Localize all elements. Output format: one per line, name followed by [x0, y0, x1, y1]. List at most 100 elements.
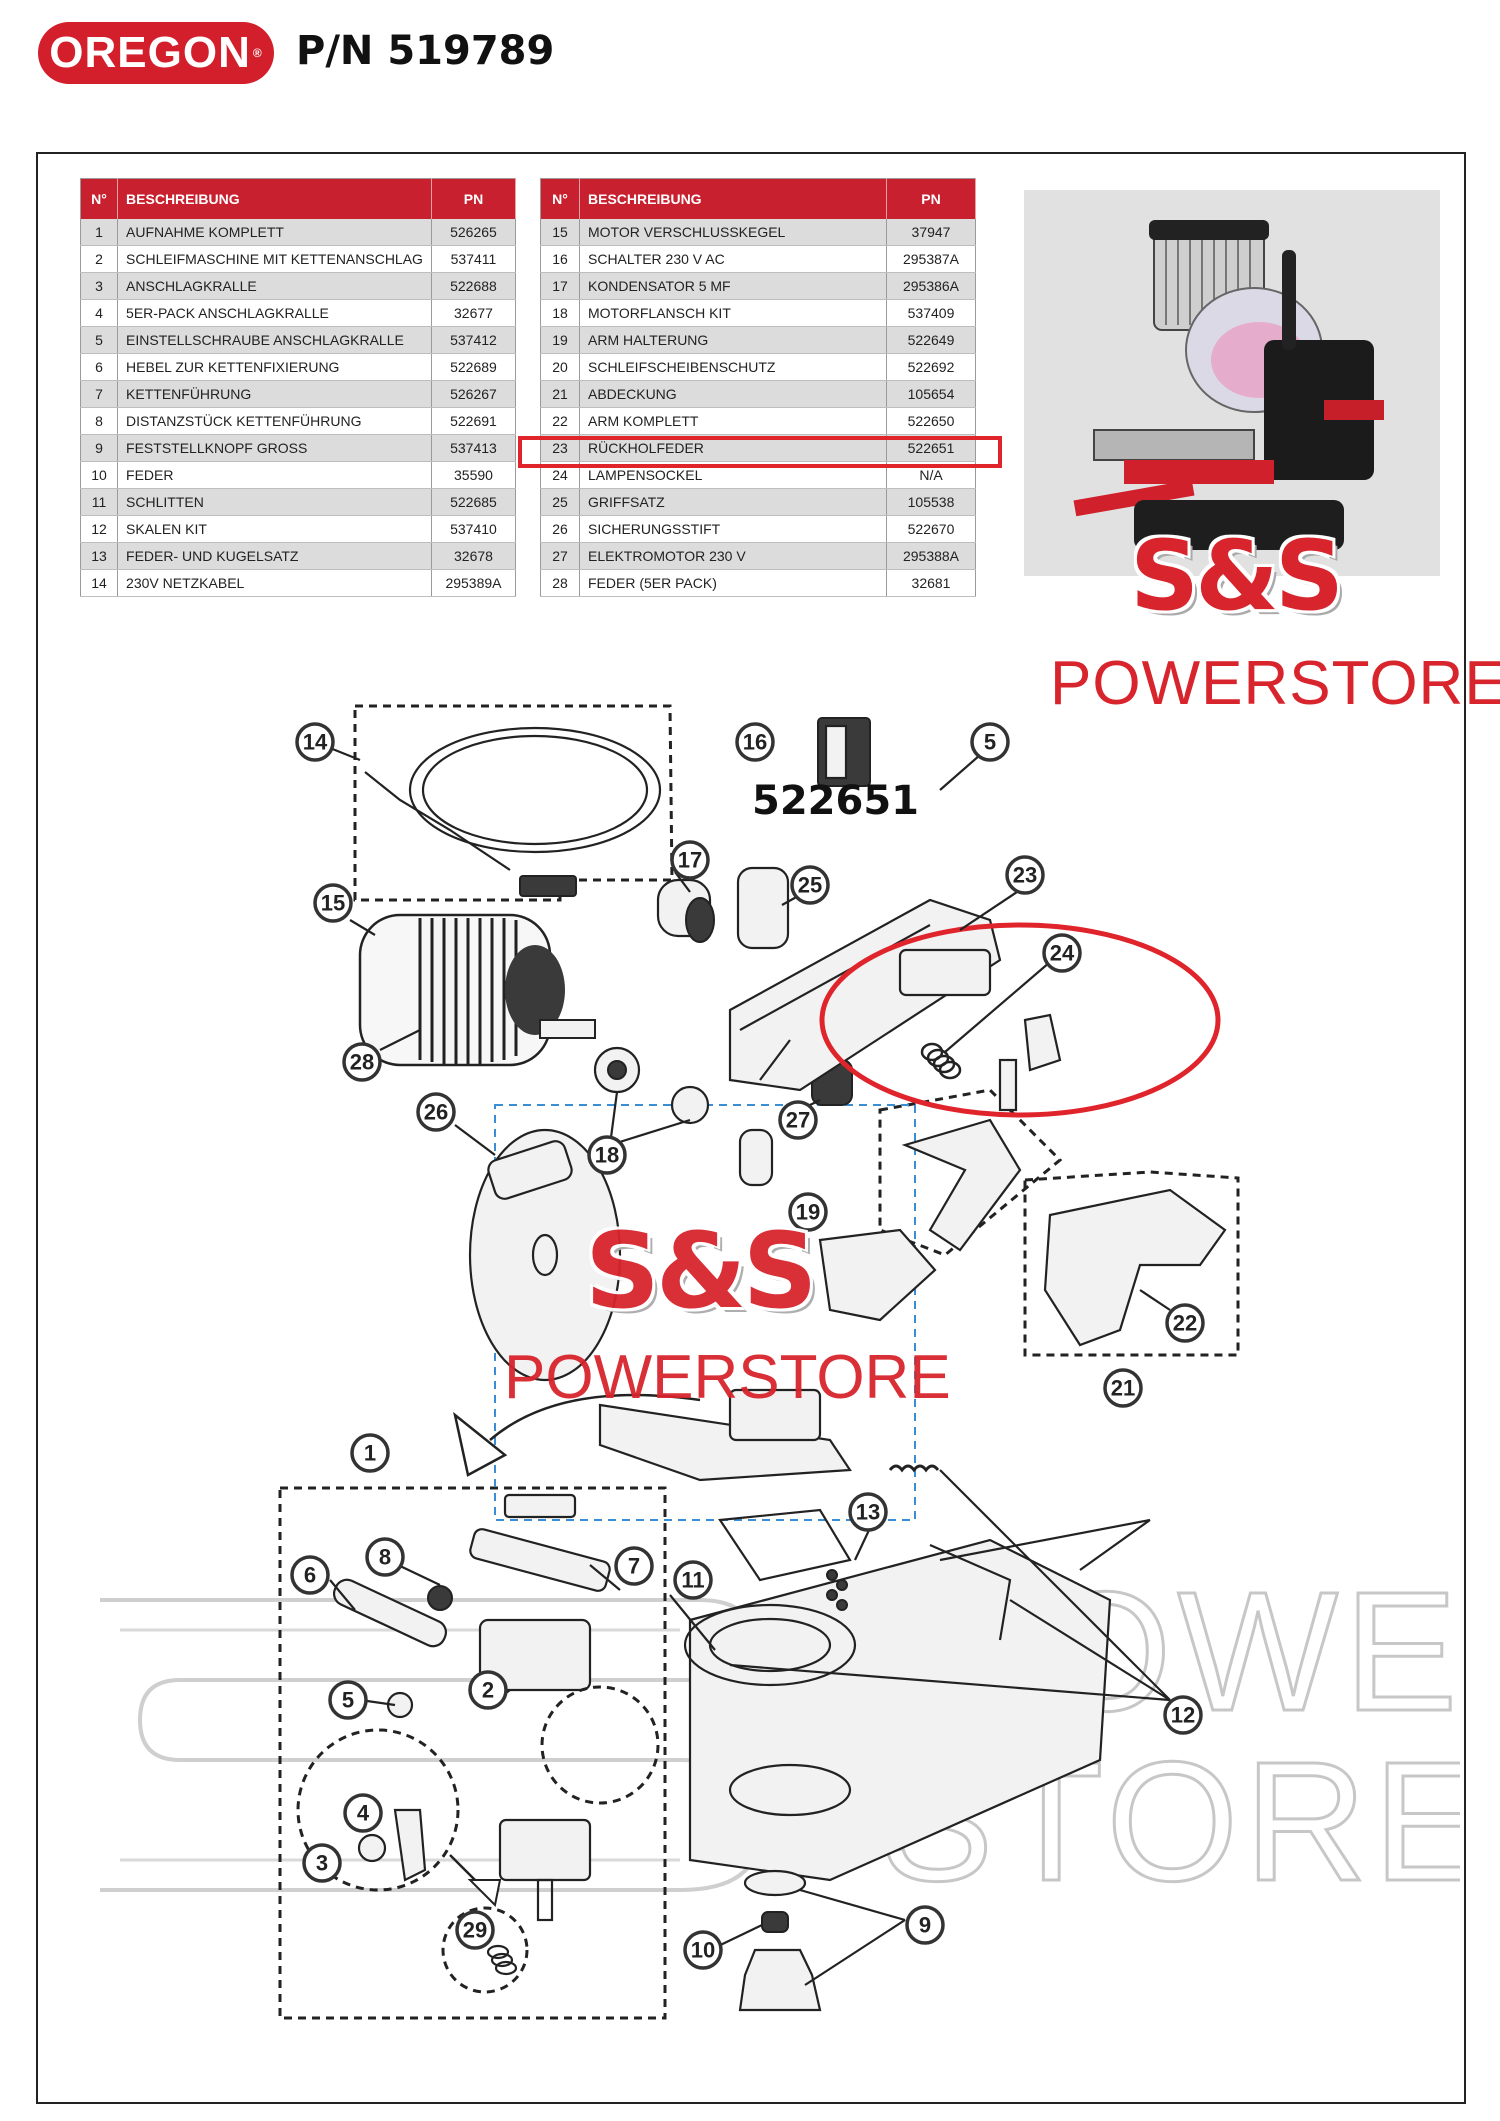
- callout-label: 18: [595, 1143, 619, 1168]
- callout-label: 8: [379, 1545, 391, 1570]
- cell-no: 27: [540, 542, 580, 570]
- cell-no: 10: [80, 461, 119, 489]
- callout-label: 23: [1013, 863, 1037, 888]
- callout-1: 1: [350, 1433, 390, 1473]
- cell-desc: ABDECKUNG: [579, 380, 887, 408]
- power-cable: [408, 726, 662, 854]
- callout-label: 11: [681, 1568, 704, 1593]
- feder-spring: [486, 1944, 518, 1976]
- capacitor-end: [685, 897, 715, 943]
- cell-pn: 537411: [431, 245, 517, 273]
- cell-desc: ANSCHLAGKRALLE: [117, 272, 432, 300]
- cable-plug: [364, 771, 511, 871]
- callout-10: 10: [683, 1930, 723, 1970]
- cell-no: 4: [80, 299, 119, 327]
- cell-pn: 526265: [431, 219, 517, 246]
- cell-desc: 230V NETZKABEL: [117, 569, 432, 597]
- col-header-pn: PN: [431, 178, 517, 219]
- table-header-row: N° BESCHREIBUNG PN: [540, 178, 976, 219]
- col-header-desc: BESCHREIBUNG: [117, 178, 432, 219]
- callout-5-top: 5: [970, 722, 1010, 762]
- col-header-no: N°: [80, 178, 119, 219]
- base-hole: [728, 1763, 852, 1817]
- detail-circle-spring: [441, 1906, 529, 1994]
- cell-desc: ARM HALTERUNG: [579, 326, 887, 354]
- cell-desc: SCHLITTEN: [117, 488, 432, 516]
- rotation-arrowhead: [453, 1411, 508, 1477]
- callout-8: 8: [365, 1537, 405, 1577]
- scale-spring: [888, 1464, 940, 1473]
- chain-stop: [357, 1833, 387, 1863]
- callout-2: 2: [468, 1670, 508, 1710]
- cell-no: 20: [540, 353, 580, 381]
- spacer-ring: [427, 1585, 453, 1611]
- cell-no: 14: [80, 569, 119, 597]
- cell-pn: 295389A: [431, 569, 517, 597]
- cell-no: 12: [80, 515, 119, 543]
- cell-desc: FEDER: [117, 461, 432, 489]
- ball-spring-kit: [826, 1569, 848, 1611]
- callout-label: 4: [357, 1801, 370, 1826]
- callout-label: 6: [304, 1563, 316, 1588]
- callout-19: 19: [788, 1192, 828, 1232]
- col-header-pn: PN: [886, 178, 976, 219]
- cell-pn: 295386A: [886, 272, 976, 300]
- cell-desc: DISTANZSTÜCK KETTENFÜHRUNG: [117, 407, 432, 435]
- cell-no: 16: [540, 245, 580, 273]
- group-outline-arm: [878, 1088, 1063, 1257]
- cable-connector: [519, 875, 577, 897]
- callout-15: 15: [313, 883, 353, 923]
- callout-label: 15: [321, 891, 345, 916]
- callout-label: 16: [743, 730, 767, 755]
- mid-brand-ss-logo: S&S: [585, 1210, 817, 1332]
- grip-part: [736, 866, 790, 950]
- callout-11: 11: [673, 1560, 713, 1600]
- brand-ss-logo: S&S: [1130, 520, 1344, 632]
- cell-desc: SCHLEIFSCHEIBENSCHUTZ: [579, 353, 887, 381]
- arm-support: [901, 1118, 1022, 1252]
- chain-stop-pawl: [393, 1808, 427, 1882]
- knob-part: [738, 1128, 774, 1187]
- cell-no: 11: [80, 488, 119, 516]
- cell-pn: 522670: [886, 515, 976, 543]
- cell-no: 17: [540, 272, 580, 300]
- cell-pn: 32678: [431, 542, 517, 570]
- group-outline-guard: [1023, 1170, 1240, 1357]
- lamp-base: [898, 948, 992, 997]
- cell-no: 22: [540, 407, 580, 435]
- motor-flange-hub: [607, 1060, 627, 1080]
- cell-desc: EINSTELLSCHRAUBE ANSCHLAGKRALLE: [117, 326, 432, 354]
- cell-pn: 537409: [886, 299, 976, 327]
- cell-pn: 522691: [431, 407, 517, 435]
- washer-part: [743, 1869, 807, 1897]
- cell-desc: KONDENSATOR 5 MF: [579, 272, 887, 300]
- wheel-guard-bracket: [818, 1228, 937, 1322]
- cell-desc: MOTOR VERSCHLUSSKEGEL: [579, 219, 887, 246]
- cell-pn: 537410: [431, 515, 517, 543]
- wheel-guard: [1043, 1188, 1227, 1347]
- cell-desc: HEBEL ZUR KETTENFIXIERUNG: [117, 353, 432, 381]
- cell-no: 6: [80, 353, 119, 381]
- switch-face: [824, 724, 848, 780]
- oregon-logo: OREGON®: [38, 22, 274, 84]
- cell-pn: 522685: [431, 488, 517, 516]
- base-bracket: [498, 1818, 592, 1882]
